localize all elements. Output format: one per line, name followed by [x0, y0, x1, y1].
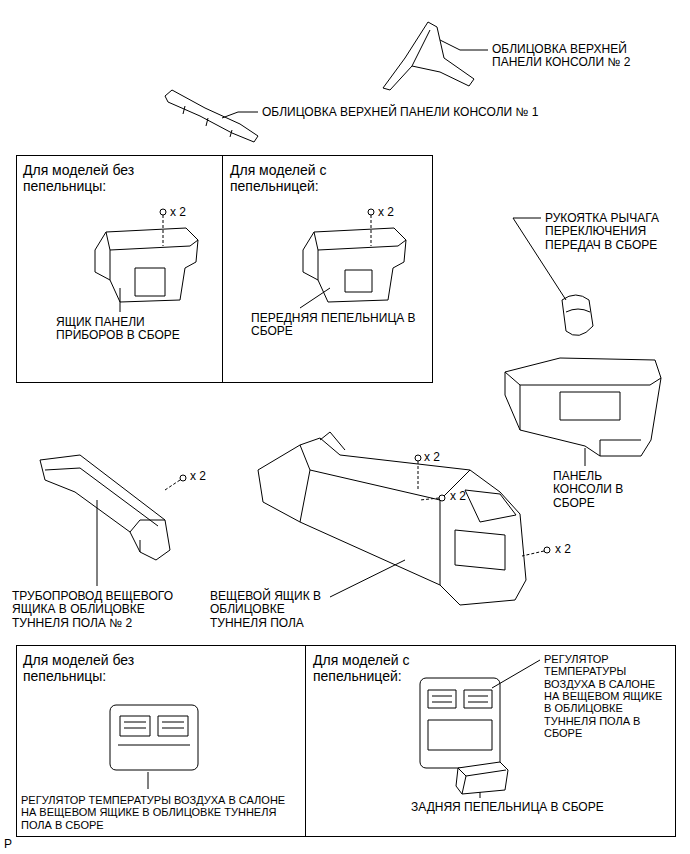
variant-heading: Для моделей с пепельницей: [230, 163, 390, 194]
part-name: ТРУБОПРОВОД ВЕЩЕВОГО ЯЩИКА В ОБЛИЦОВКЕ Т… [12, 590, 198, 630]
quantity-callout: x 2 [170, 206, 210, 219]
variant-heading: Для моделей без пепельницы: [23, 163, 183, 194]
variant-heading: Для моделей без пепельницы: [23, 653, 183, 684]
part-name: РЕГУЛЯТОР ТЕМПЕРАТУРЫ ВОЗДУХА В САЛОНЕ Н… [544, 653, 668, 739]
model-variant-panel: Для моделей с пепельницей: ПЕРЕДНЯЯ ПЕПЕЛ… [222, 155, 433, 383]
part-name: РУКОЯТКА РЫЧАГА ПЕРЕКЛЮЧЕНИЯ ПЕРЕДАЧ В С… [545, 212, 673, 252]
model-variant-panel: Для моделей без пепельницы: РЕГУЛЯТОР ТЕМ… [16, 645, 306, 837]
quantity-callout: P [4, 838, 24, 851]
part-name: ЗАДНЯЯ ПЕПЕЛЬНИЦА В СБОРЕ [411, 801, 641, 814]
part-name: ПАНЕЛЬ КОНСОЛИ В СБОРЕ [553, 470, 635, 510]
model-variant-panel: Для моделей без пепельницы: ЯЩИК ПАНЕЛИ П… [16, 155, 223, 383]
quantity-callout: x 2 [555, 543, 595, 556]
variant-heading: Для моделей с пепельницей: [313, 653, 473, 684]
quantity-callout: x 2 [450, 490, 490, 503]
part-name: ЯЩИК ПАНЕЛИ ПРИБОРОВ В СБОРЕ [56, 316, 196, 343]
part-name: ОБЛИЦОВКА ВЕРХНЕЙ ПАНЕЛИ КОНСОЛИ № 2 [492, 43, 672, 70]
part-name: ПЕРЕДНЯЯ ПЕПЕЛЬНИЦА В СБОРЕ [251, 312, 431, 339]
quantity-callout: x 2 [190, 470, 230, 483]
quantity-callout: x 2 [424, 451, 464, 464]
part-name: ОБЛИЦОВКА ВЕРХНЕЙ ПАНЕЛИ КОНСОЛИ № 1 [262, 106, 552, 119]
part-name: РЕГУЛЯТОР ТЕМПЕРАТУРЫ ВОЗДУХА В САЛОНЕ Н… [21, 794, 303, 831]
quantity-callout: x 2 [378, 206, 418, 219]
model-variant-panel: Для моделей с пепельницей: РЕГУЛЯТОР ТЕМП… [305, 645, 676, 837]
part-name: ВЕЩЕВОЙ ЯЩИК В ОБЛИЦОВКЕ ТУННЕЛЯ ПОЛА [210, 590, 338, 630]
